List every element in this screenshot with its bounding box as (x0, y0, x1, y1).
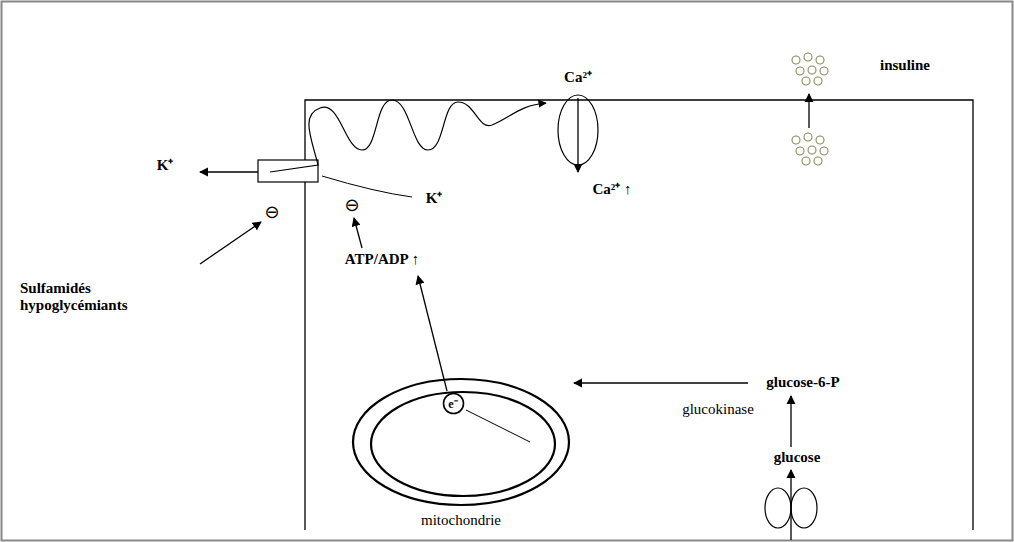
metabolite-label: glucose-6-P (766, 374, 839, 391)
ion-label: K⁺ (426, 190, 443, 207)
enzyme-label: glucokinase (682, 401, 754, 418)
inhibition-sign: ⊖ (264, 202, 279, 223)
exocytosis-arrow (808, 94, 809, 128)
glucose-transporter (791, 488, 817, 528)
electron-label: e⁻ (448, 395, 457, 412)
ion-label: Ca²⁺ ↑ (592, 181, 631, 198)
mitochondrion: mitochondrie e⁻ (350, 376, 572, 538)
metabolite-label: glucose (774, 449, 821, 466)
electron-circle: e⁻ (442, 392, 465, 415)
electron-transport-line (466, 410, 530, 442)
calcium-influx-arrow (577, 98, 578, 172)
glucose-uptake-arrow (790, 470, 791, 540)
glucokinase-arrow (790, 396, 791, 447)
sulfonylurea-arrow (200, 222, 261, 264)
ion-label: Ca²⁺ (564, 69, 592, 86)
g6p-arrow (574, 382, 748, 383)
atp-inhibition-arrow (354, 218, 362, 248)
k-efflux-arrow (200, 171, 258, 172)
depolarisation-wave (270, 100, 546, 172)
atp-production-arrow (418, 276, 447, 391)
inhibition-sign: ⊖ (344, 195, 359, 216)
ratio-label: ATP/ADP ↑ (345, 251, 419, 268)
k-leader (322, 176, 412, 197)
insulin-vesicles (792, 53, 828, 165)
organelle-label: mitochondrie (421, 512, 501, 529)
ion-label: K⁺ (157, 157, 174, 174)
k-atp-channel (258, 160, 318, 182)
hormone-label: insuline (880, 57, 930, 74)
drug-label: Sulfamidés hypoglycémiants (20, 280, 160, 315)
cell-membrane (305, 100, 973, 530)
glucose-transporter (765, 488, 791, 528)
